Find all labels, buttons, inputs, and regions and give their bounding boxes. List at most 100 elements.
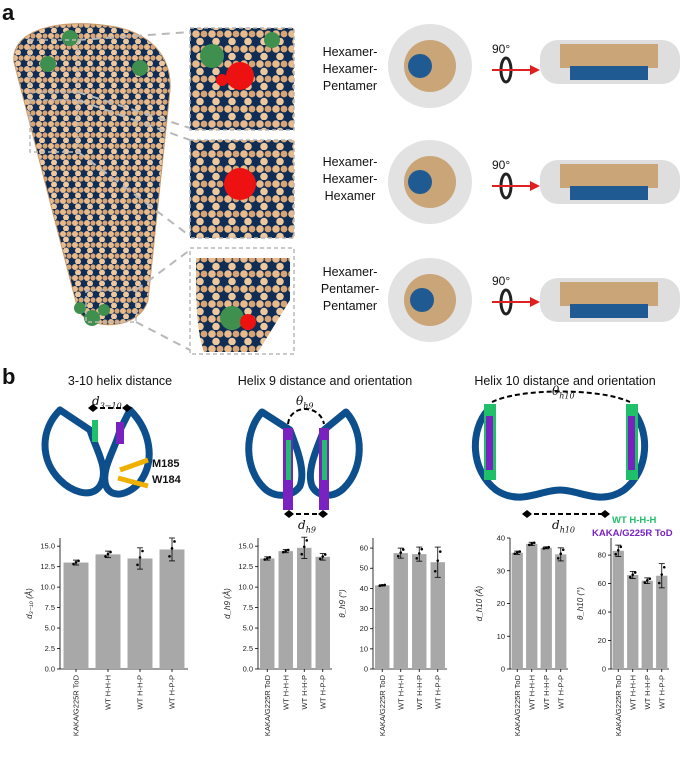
point-0-2-1 <box>138 556 142 559</box>
selection-boxes <box>29 39 137 323</box>
label-theta-h10: θh10 <box>552 384 575 400</box>
y-axis-label-3: d_h10 (Å) <box>475 586 484 621</box>
y-tick-label-4-1: 20 <box>598 636 606 645</box>
y-tick-label-2-6: 60 <box>360 544 368 553</box>
x-tick-label-4-3: WT H-P-P <box>657 675 666 709</box>
zoom-inset-2 <box>189 139 295 239</box>
bar-4-2 <box>641 580 653 669</box>
point-0-2-2 <box>141 549 144 553</box>
label-m185: M185 <box>152 458 180 470</box>
label-theta-h9-sub: h9 <box>303 401 314 411</box>
point-1-3-2 <box>323 553 327 556</box>
y-tick-label-3-4: 40 <box>497 534 505 543</box>
bar-3-0 <box>511 552 523 669</box>
x-tick-label-0-3: WT H-P-P <box>168 675 177 709</box>
bar-3-3 <box>555 554 567 669</box>
y-tick-label-1-4: 10.0 <box>238 583 253 592</box>
bar-1-2 <box>297 547 312 669</box>
point-1-3-0 <box>318 557 322 561</box>
x-tick-label-2-3: WT H-P-P <box>433 675 442 709</box>
y-tick-label-1-0: 0.0 <box>243 665 253 674</box>
rotation-arrows <box>492 56 540 316</box>
point-4-3-2 <box>662 565 666 569</box>
point-4-2-0 <box>643 581 647 584</box>
y-tick-label-3-3: 30 <box>497 566 505 575</box>
x-tick-label-1-2: WT H-H-P <box>300 675 309 709</box>
point-1-2-0 <box>300 552 304 556</box>
bar-0-0 <box>63 562 89 669</box>
point-2-0-2 <box>383 583 387 587</box>
bar-1-1 <box>278 551 293 669</box>
point-3-1-2 <box>532 541 536 545</box>
x-tick-label-2-2: WT H-H-P <box>415 675 424 709</box>
rotation-arrow-1 <box>492 56 540 84</box>
row-label-hhh-line1: Hexamer- <box>322 155 378 169</box>
label-d310: d3−10 <box>92 394 122 410</box>
bar-3-2 <box>540 547 552 669</box>
point-1-1-0 <box>281 550 285 554</box>
row-label-hhp-line3: Pentamer <box>322 79 378 93</box>
rotation-arrow-2 <box>492 172 540 200</box>
label-theta-h10-sub: h10 <box>559 391 575 401</box>
y-axis-label-1: d_h9 (Å) <box>223 588 232 619</box>
legend-wt: WT H-H-H <box>612 515 657 526</box>
point-3-0-2 <box>518 550 522 553</box>
panel-a-label: a <box>2 0 15 25</box>
point-3-0-0 <box>513 552 517 556</box>
y-tick-label-0-6: 15.0 <box>40 542 55 551</box>
y-tick-label-1-1: 2.5 <box>243 644 253 653</box>
label-d-h10-sub: h10 <box>559 525 576 535</box>
trimer-side-view-1 <box>540 40 680 84</box>
point-1-0-1 <box>265 557 269 560</box>
y-tick-label-2-1: 10 <box>360 644 368 653</box>
structure-310 <box>41 404 153 498</box>
rotation-arrow-3 <box>492 288 540 316</box>
point-4-1-1 <box>631 573 635 576</box>
point-3-3-1 <box>559 552 563 556</box>
point-0-1-1 <box>106 552 110 556</box>
capsid-cone <box>13 23 171 326</box>
point-0-1-2 <box>109 550 112 554</box>
point-0-3-2 <box>173 540 176 543</box>
y-tick-label-2-2: 20 <box>360 624 368 633</box>
point-1-2-1 <box>302 545 306 549</box>
y-tick-label-3-2: 20 <box>497 599 505 608</box>
bar-4-0 <box>612 550 624 669</box>
y-tick-label-4-3: 60 <box>598 579 606 588</box>
bar-4-3 <box>656 575 668 669</box>
point-4-1-2 <box>633 571 637 574</box>
y-tick-label-3-1: 10 <box>497 632 505 641</box>
y-axis-label-4: θ_h10 (°) <box>576 587 585 620</box>
x-tick-label-1-0: KAKA/G225R ToD <box>263 674 272 736</box>
zoom-inset-1 <box>189 27 295 131</box>
bar-2-2 <box>412 554 427 669</box>
y-tick-label-0-1: 2.5 <box>45 644 55 653</box>
point-2-1-1 <box>399 551 403 554</box>
panel-b-label: b <box>2 364 16 389</box>
y-tick-label-0-3: 7.5 <box>45 603 55 612</box>
y-tick-label-2-0: 0 <box>364 665 368 674</box>
point-4-2-1 <box>645 579 649 582</box>
y-tick-label-2-3: 30 <box>360 604 368 613</box>
label-d-h9-main: d <box>298 518 306 532</box>
point-0-0-2 <box>77 559 80 563</box>
x-tick-label-2-0: KAKA/G225R ToD <box>378 674 387 736</box>
capsid-illustration <box>13 23 295 355</box>
bar-1-0 <box>260 558 275 669</box>
structure-h10 <box>472 390 648 518</box>
x-tick-label-3-1: WT H-H-H <box>527 675 536 710</box>
point-3-3-2 <box>561 548 565 552</box>
helix-structures <box>41 390 648 518</box>
bar-charts: 0.02.55.07.510.012.515.0d₃₋₁₀ (Å)KAKA/G2… <box>25 534 669 736</box>
bar-4-1 <box>627 575 639 669</box>
x-tick-label-1-3: WT H-P-P <box>318 675 327 709</box>
row-label-hpp: Hexamer- Pentamer- Pentamer <box>305 264 395 315</box>
x-tick-label-0-0: KAKA/G225R ToD <box>72 674 81 736</box>
point-2-0-1 <box>380 584 384 587</box>
trimer-structures <box>388 24 680 342</box>
struct-title-1: 3-10 helix distance <box>67 374 173 388</box>
row-label-hhh-line3: Hexamer <box>324 189 376 203</box>
point-4-0-1 <box>616 548 620 552</box>
x-tick-label-4-2: WT H-H-P <box>643 675 652 709</box>
